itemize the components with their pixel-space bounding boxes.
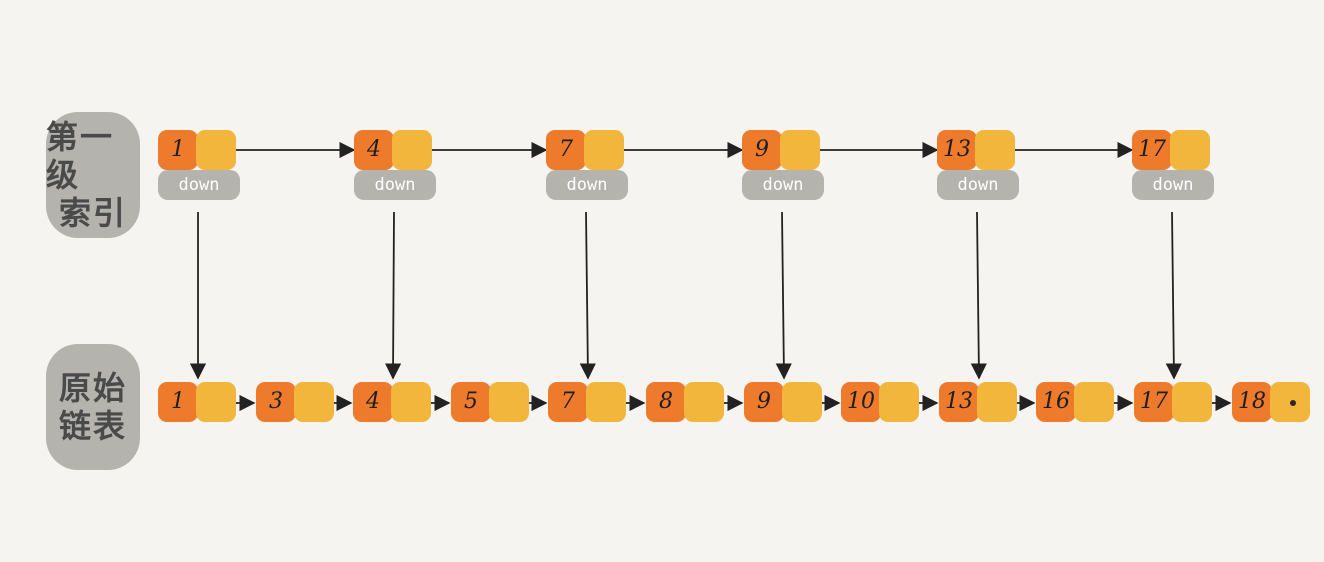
list-node-value: 17 — [1134, 382, 1174, 422]
list-node-next-pointer — [294, 382, 334, 422]
base-list-label: 原始 链表 — [46, 344, 140, 470]
level1-label-line2: 索引 — [58, 194, 127, 232]
level1-label-line1: 第一级 — [46, 118, 115, 194]
list-node-value: 4 — [353, 382, 393, 422]
down-arrow — [775, 211, 792, 380]
list-node-next-pointer — [782, 382, 822, 422]
down-pointer-label: down — [1132, 170, 1214, 200]
base-label-line2: 链表 — [58, 407, 127, 445]
index-node-value: 17 — [1132, 130, 1172, 170]
list-node-value: 8 — [646, 382, 686, 422]
down-arrow — [384, 211, 402, 380]
down-pointer-label: down — [354, 170, 436, 200]
index-node-value: 7 — [546, 130, 586, 170]
list-node-value: 9 — [744, 382, 784, 422]
down-pointer-label: down — [742, 170, 824, 200]
list-node-value: 16 — [1036, 382, 1076, 422]
list-node-next-pointer — [1172, 382, 1212, 422]
down-arrow — [579, 211, 596, 380]
index-node-value: 9 — [742, 130, 782, 170]
list-node-next-pointer — [391, 382, 431, 422]
list-node-next-pointer — [684, 382, 724, 422]
index-node-value: 1 — [158, 130, 198, 170]
index-node-next-pointer — [975, 130, 1015, 170]
list-node-value: 7 — [548, 382, 588, 422]
list-node-next-pointer — [586, 382, 626, 422]
list-node-value: 3 — [256, 382, 296, 422]
down-pointer-label: down — [546, 170, 628, 200]
list-node-next-pointer — [489, 382, 529, 422]
down-arrow — [1165, 211, 1182, 380]
index-node-next-pointer — [196, 130, 236, 170]
list-node-value: 1 — [158, 382, 198, 422]
down-pointer-label: down — [158, 170, 240, 200]
down-arrow — [970, 211, 987, 380]
level1-index-label: 第一级 索引 — [46, 112, 140, 238]
list-node-next-pointer — [977, 382, 1017, 422]
list-node-value: 5 — [451, 382, 491, 422]
list-node-value: 18 — [1232, 382, 1272, 422]
list-node-value: 13 — [939, 382, 979, 422]
index-node-next-pointer — [1170, 130, 1210, 170]
base-label-line1: 原始 — [58, 369, 127, 407]
list-node-next-pointer — [196, 382, 236, 422]
list-node-value: 10 — [841, 382, 881, 422]
index-node-next-pointer — [392, 130, 432, 170]
index-node-value: 4 — [354, 130, 394, 170]
list-node-next-pointer — [879, 382, 919, 422]
down-pointer-label: down — [937, 170, 1019, 200]
index-node-next-pointer — [780, 130, 820, 170]
null-terminator-dot — [1290, 400, 1296, 406]
index-node-value: 13 — [937, 130, 977, 170]
list-node-next-pointer — [1074, 382, 1114, 422]
index-node-next-pointer — [584, 130, 624, 170]
